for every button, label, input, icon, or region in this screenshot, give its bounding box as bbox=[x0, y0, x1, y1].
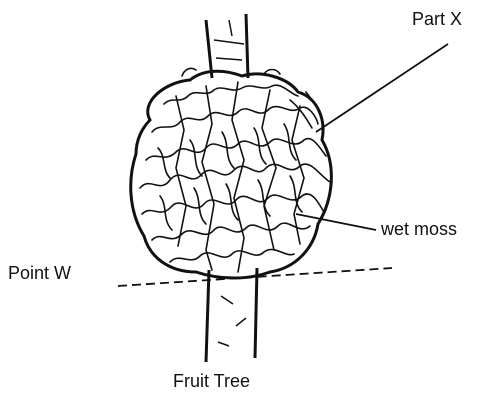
lower-trunk bbox=[206, 268, 257, 362]
moss-ball bbox=[131, 68, 332, 278]
wet-moss-label: wet moss bbox=[381, 220, 457, 238]
moss-texture bbox=[140, 68, 330, 272]
part-x-pointer bbox=[316, 44, 448, 132]
diagram-caption: Fruit Tree bbox=[173, 372, 250, 390]
moss-ball-outline bbox=[131, 71, 332, 278]
point-w-label: Point W bbox=[8, 264, 71, 282]
upper-branch bbox=[206, 14, 248, 78]
part-x-label: Part X bbox=[412, 10, 462, 28]
